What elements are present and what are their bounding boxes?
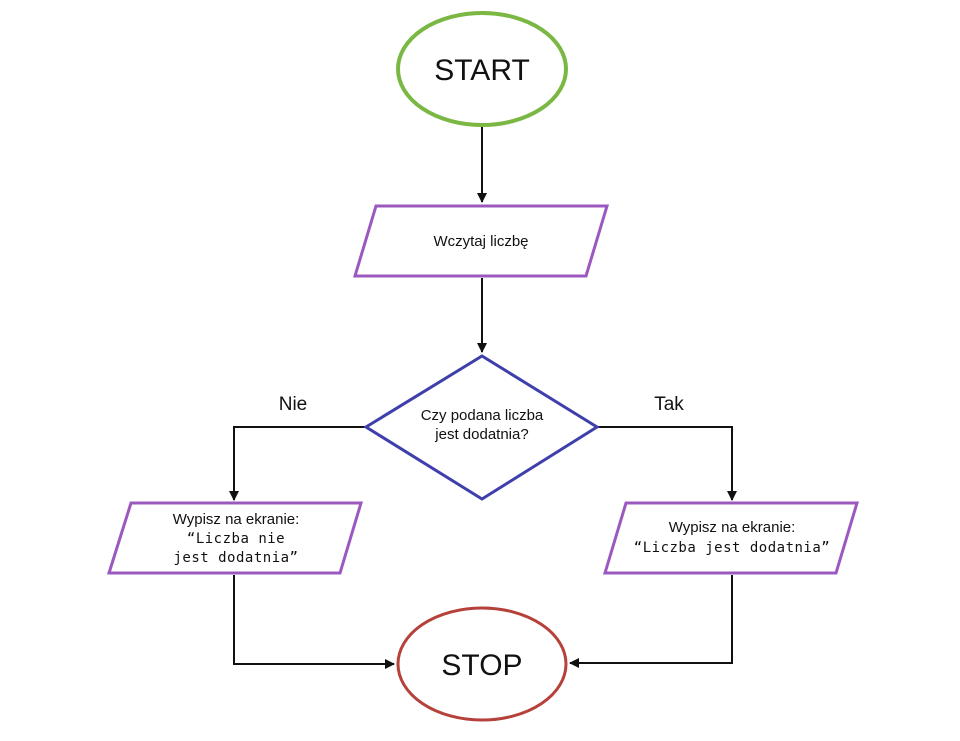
output-no-caption: Wypisz na ekranie: — [173, 511, 300, 528]
edge-output-no-to-stop — [233, 575, 395, 669]
stop-terminal — [396, 606, 568, 722]
edge-decision-yes — [598, 426, 737, 501]
input-label: Wczytaj liczbę — [433, 233, 528, 250]
decision-line1: Czy podana liczba — [421, 407, 544, 424]
output-no-line2: jest dodatnia” — [173, 550, 298, 566]
output-yes-caption: Wypisz na ekranie: — [669, 519, 796, 536]
branch-no-label: Nie — [279, 394, 308, 415]
output-yes-line1: “Liczba jest dodatnia” — [634, 540, 830, 556]
output-yes-box — [602, 501, 860, 575]
decision-line2: jest dodatnia? — [434, 426, 528, 443]
branch-yes-label: Tak — [654, 394, 684, 415]
edge-output-yes-to-stop — [569, 575, 733, 668]
input-box — [352, 204, 610, 278]
output-no-box — [106, 501, 364, 575]
start-label: START — [434, 54, 530, 87]
stop-label: STOP — [441, 649, 522, 682]
output-no-line1: “Liczba nie — [187, 531, 285, 547]
edge-decision-no — [229, 426, 366, 501]
start-terminal — [396, 11, 568, 127]
decision-diamond — [363, 354, 600, 501]
